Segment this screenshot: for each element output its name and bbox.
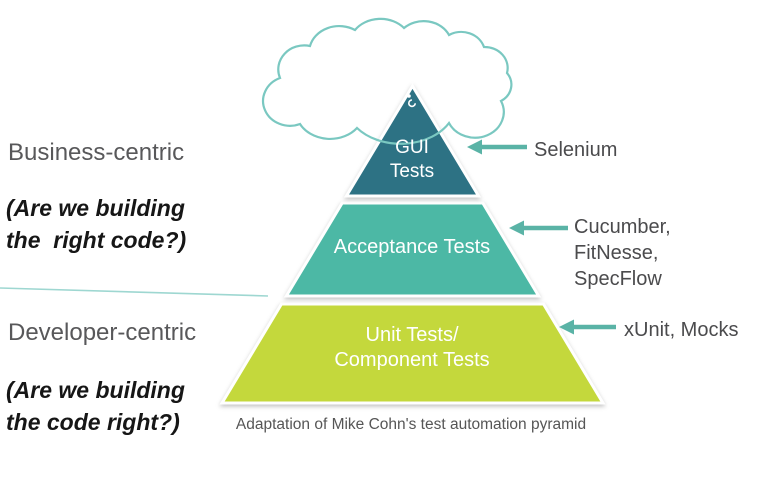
unit-tools-arrow-icon bbox=[559, 319, 616, 335]
pyramid-level-unit-tests bbox=[219, 302, 606, 405]
diagram-caption: Adaptation of Mike Cohn's test automatio… bbox=[236, 416, 586, 433]
pyramid bbox=[219, 83, 606, 405]
developer-question-line1: (Are we building bbox=[6, 377, 185, 403]
unit-tools-label: xUnit, Mocks bbox=[624, 319, 738, 341]
gui-tests-label-line1: GUI bbox=[395, 137, 429, 158]
acceptance-tools-line1: Cucumber, bbox=[574, 216, 671, 238]
business-question-line1: (Are we building bbox=[6, 195, 185, 221]
acceptance-tests-label: Acceptance Tests bbox=[334, 236, 490, 258]
acceptance-tools-line2: FitNesse, bbox=[574, 242, 658, 264]
section-divider bbox=[0, 287, 269, 297]
selenium-label: Selenium bbox=[534, 139, 617, 161]
developer-centric-heading: Developer-centric bbox=[8, 319, 196, 346]
unit-tests-label-line2: Component Tests bbox=[334, 349, 489, 371]
cloud-icon bbox=[263, 18, 512, 144]
selenium-arrow-icon bbox=[467, 139, 527, 155]
apex-glyph-fragment bbox=[407, 94, 416, 108]
unit-tests-label-line1: Unit Tests/ bbox=[366, 324, 459, 346]
pyramid-level-acceptance-tests bbox=[283, 201, 542, 298]
developer-question-line2: the code right?) bbox=[6, 409, 180, 435]
cloud-outline bbox=[262, 17, 513, 145]
gui-tests-label-line2: Tests bbox=[390, 161, 434, 182]
business-question-line2: the right code?) bbox=[6, 227, 186, 253]
acceptance-tools-line3: SpecFlow bbox=[574, 268, 662, 290]
business-centric-heading: Business-centric bbox=[8, 139, 184, 166]
acceptance-tools-arrow-icon bbox=[509, 220, 568, 236]
